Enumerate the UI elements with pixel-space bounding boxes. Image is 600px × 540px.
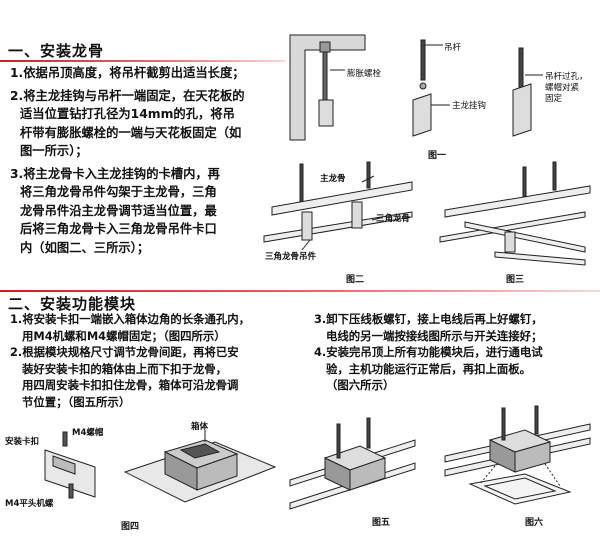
fig4-label-box: 箱体 — [191, 422, 209, 432]
section-2-left-steps: 1.将安装卡扣一端嵌入箱体边角的长条通孔内， 用M4机螺和M4螺帽固定；（图四所… — [10, 311, 310, 411]
fig2-label-tri-keel: 三角龙骨 — [376, 214, 411, 224]
fig2-hanger-2 — [352, 202, 362, 228]
figure-1 — [285, 30, 595, 150]
fig2-rod-2 — [367, 162, 370, 188]
step-1: 1.依据吊顶高度，将吊杆截剪出适当长度； — [10, 66, 245, 80]
fig1-label-rod: 吊杆 — [444, 43, 462, 53]
expansion-bolt — [320, 42, 330, 52]
section-1-steps: 1.依据吊顶高度，将吊杆截剪出适当长度； 2.将主龙挂钩与吊杆一端固定，在天花板… — [10, 64, 288, 257]
fig4-label-clip: 安装卡扣 — [5, 437, 40, 447]
step-4-3: 3.卸下压线板螺钉，接上电线后再上好螺钉， 电线的另一端按接线图所示与开关连接好… — [314, 312, 543, 343]
fig3-rod-1 — [523, 167, 526, 197]
step-2: 2.将主龙挂钩与吊杆一端固定，在天花板的 适当位置钻打孔径为14mm的孔，将吊 … — [10, 88, 245, 159]
fig1-label-hook: 主龙挂钩 — [452, 101, 487, 111]
step-3: 3.将主龙骨卡入主龙挂钩的卡槽内，再 将三角龙骨吊件勾架于主龙骨，三角 龙骨吊件… — [10, 166, 220, 255]
hook-1 — [319, 100, 333, 126]
fig2-rod-1 — [300, 164, 303, 204]
section-1-title: 一、安装龙骨 — [8, 42, 105, 60]
fig3-main-keel — [445, 186, 590, 217]
fig2-main-keel — [272, 182, 412, 215]
fig3-tri-keel — [440, 212, 585, 242]
hook-2 — [413, 94, 431, 136]
fig1-label-bolt: 膨胀螺栓 — [347, 69, 382, 79]
fig1-caption: 图一 — [428, 151, 447, 161]
fig3-rod-2 — [553, 162, 556, 190]
hook-3 — [513, 84, 531, 136]
figure-6 — [440, 404, 595, 519]
step-4-1: 1.将安装卡扣一端嵌入箱体边角的长条通孔内， 用M4机螺和M4螺帽固定；（图四所… — [10, 312, 251, 343]
figure-2 — [262, 162, 422, 272]
figure-3 — [435, 162, 595, 272]
fig3-caption: 图三 — [506, 275, 525, 285]
section-2-rule — [0, 290, 600, 292]
figure-4 — [5, 412, 280, 522]
fig4-caption: 图四 — [121, 522, 140, 532]
fig2-label-main-keel: 主龙骨 — [320, 174, 346, 184]
fig5-caption: 图五 — [372, 518, 391, 528]
fig4-fan-grille — [181, 444, 219, 458]
fig2-hanger-1 — [302, 212, 312, 240]
rod-1 — [323, 50, 327, 100]
step-4-2: 2.根据模块规格尺寸调节龙骨间距，再将已安 装好安装卡扣的箱体由上而下扣于龙骨，… — [10, 345, 239, 409]
section-2-title: 二、安装功能模块 — [8, 295, 137, 313]
fig6-panel — [470, 474, 570, 504]
fig4-nut — [63, 432, 67, 446]
fig4-screw — [69, 484, 73, 498]
section-1-rule — [0, 60, 285, 62]
fig2-label-tri-hanger: 三角龙骨吊件 — [265, 252, 317, 262]
figure-5 — [285, 408, 425, 518]
fig3-hanger — [505, 232, 515, 252]
fig4-label-nut: M4螺帽 — [72, 428, 104, 438]
fig4-label-screw: M4平头机螺 — [5, 499, 54, 509]
fig1-label-rod-through: 吊杆过孔， 螺帽对紧 固定 — [545, 72, 588, 104]
fig3-cross-keel-1 — [465, 222, 585, 252]
fig6-caption: 图六 — [525, 518, 544, 528]
step-4-4: 4.安装完吊顶上所有功能模块后，进行通电试 验，主机功能运行正常后，再扣上面板。… — [314, 345, 543, 393]
rod-2 — [421, 40, 425, 80]
nut — [420, 83, 426, 89]
section-2-right-steps: 3.卸下压线板螺钉，接上电线后再上好螺钉， 电线的另一端按接线图所示与开关连接好… — [314, 311, 598, 394]
ceiling-slab — [290, 35, 365, 140]
fig3-cross-keel-2 — [495, 252, 585, 265]
fig2-caption: 图二 — [346, 275, 365, 285]
